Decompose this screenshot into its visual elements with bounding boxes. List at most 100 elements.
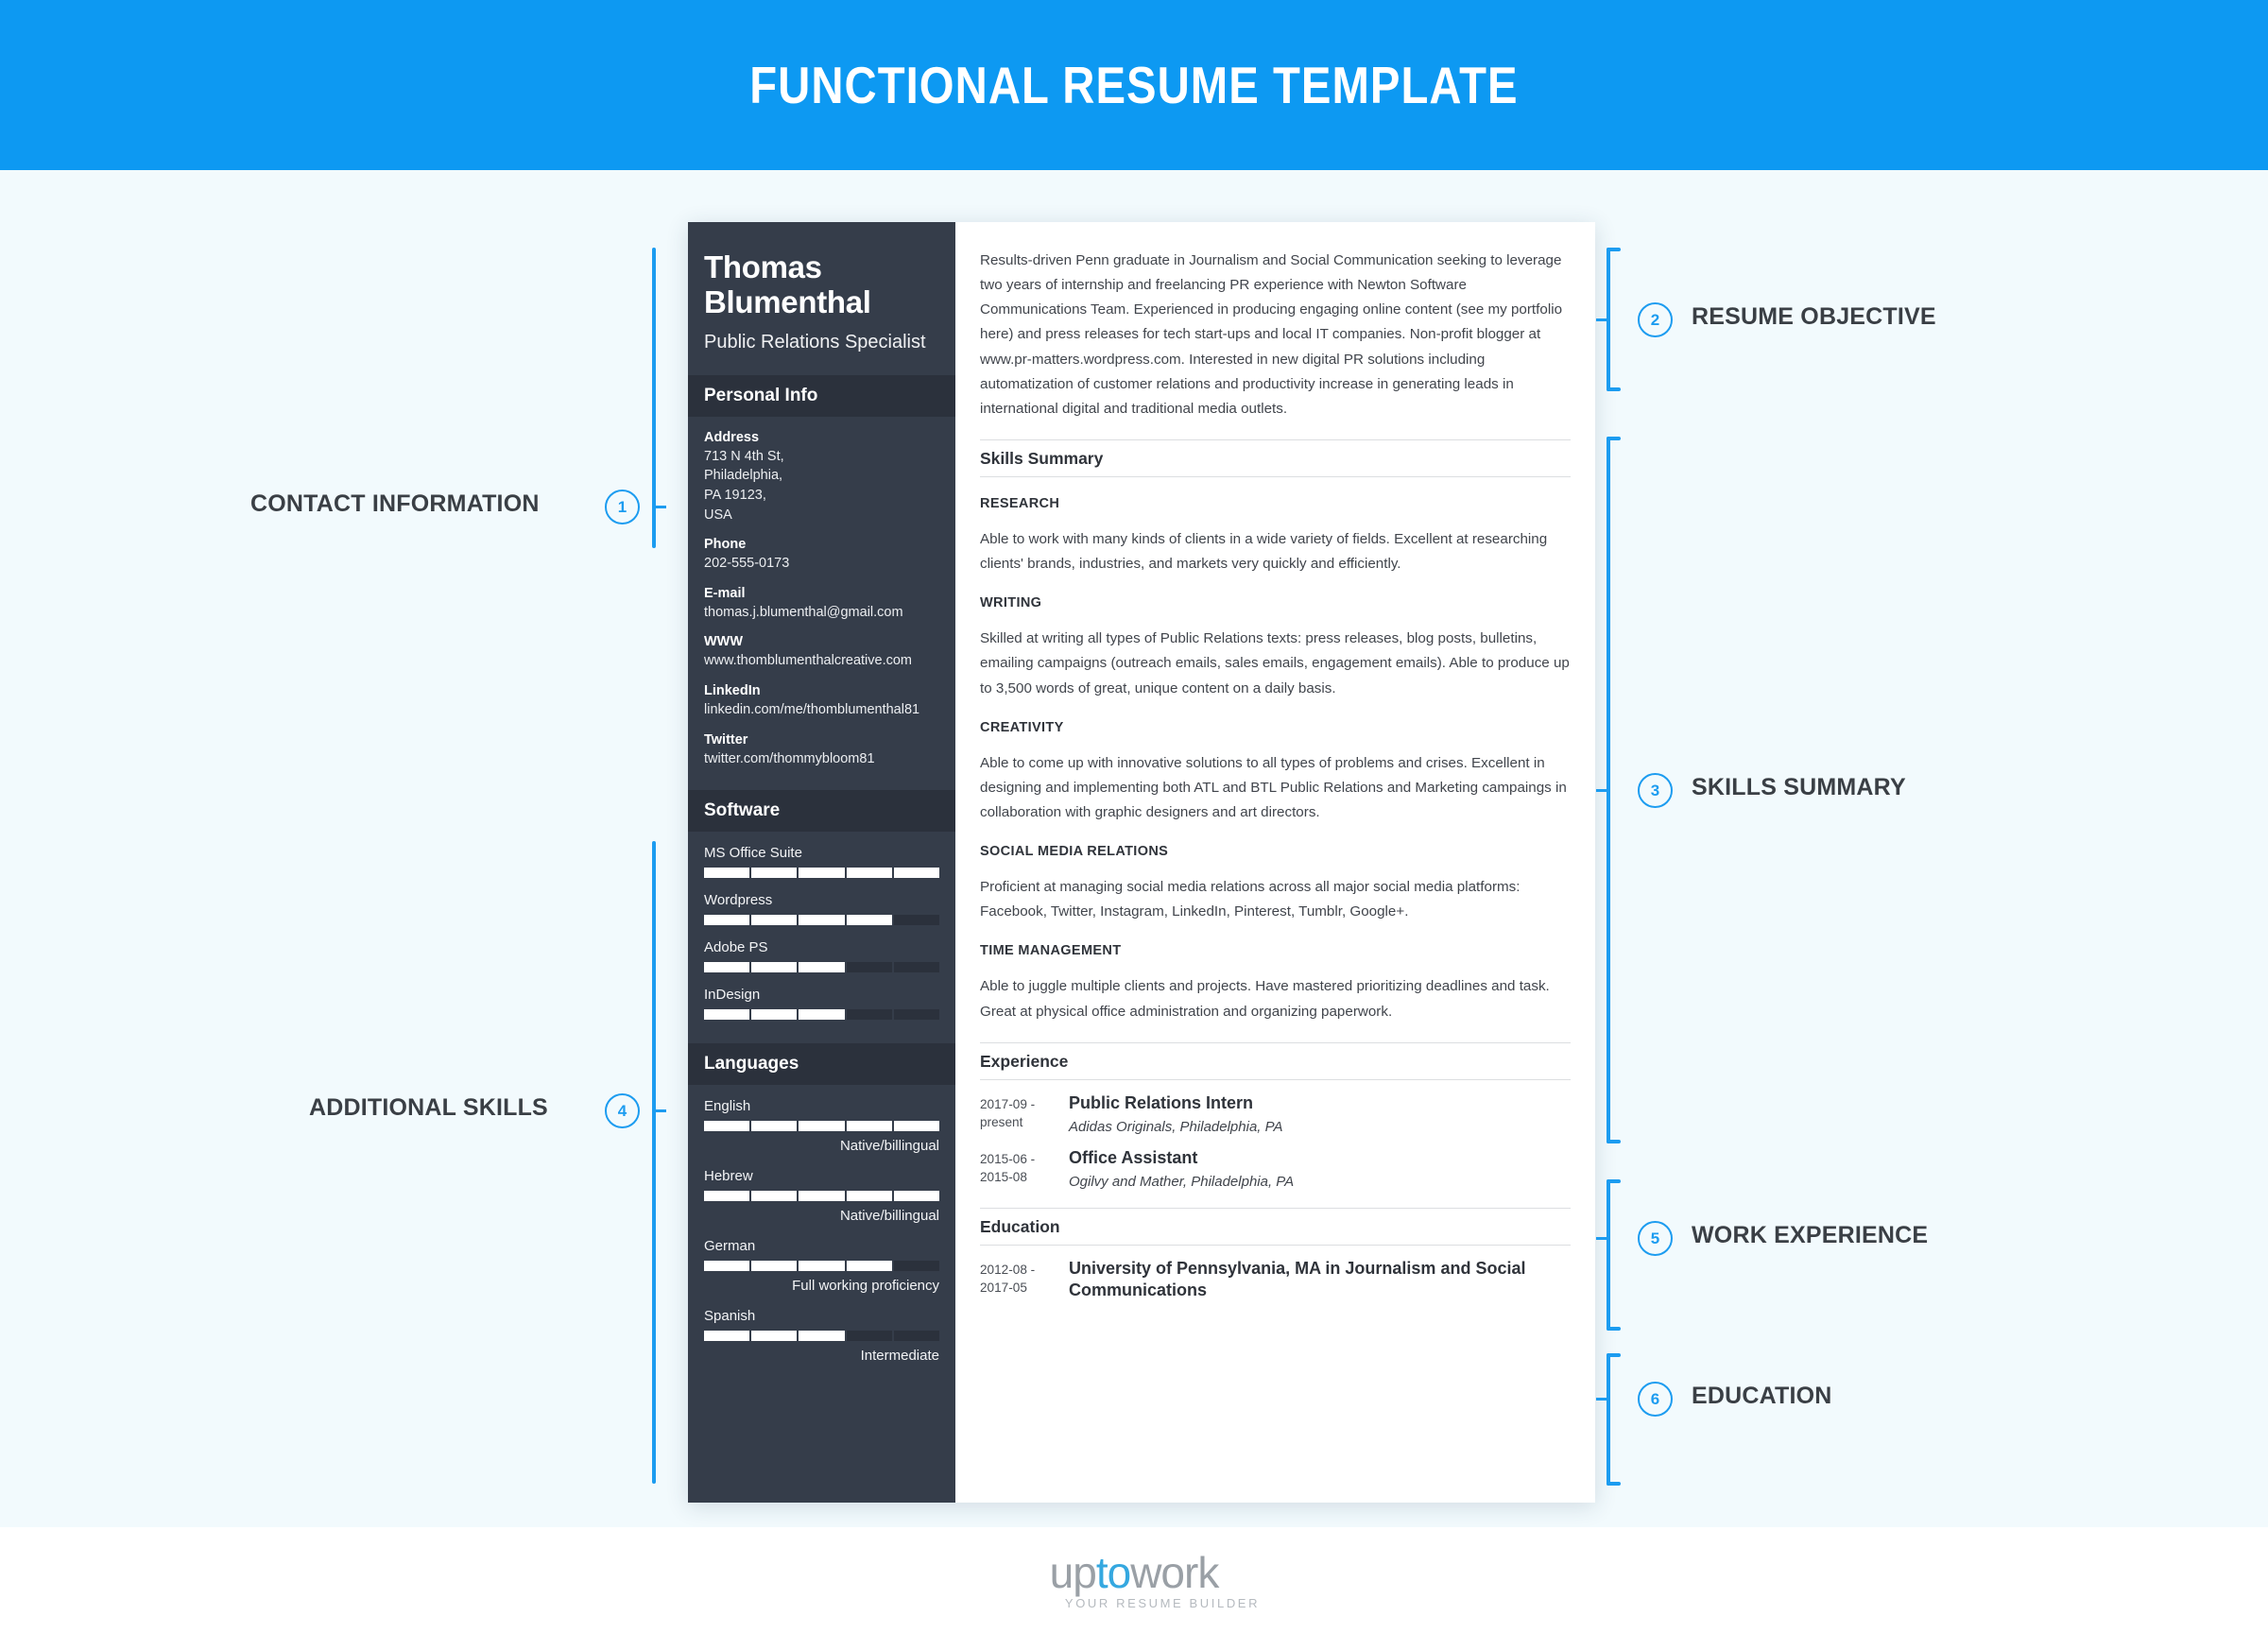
software-skill-name: InDesign <box>704 987 761 1004</box>
skill-meter-segment <box>799 1261 845 1272</box>
contact-field-value: www.thomblumenthalcreative.com <box>704 653 913 669</box>
skill-block-text: Able to juggle multiple clients and proj… <box>980 978 1550 1020</box>
skill-meter-segment <box>799 1121 845 1132</box>
skill-meter <box>704 1191 940 1202</box>
bracket-bar <box>1606 437 1610 1143</box>
experience-heading: Experience <box>980 1041 1571 1080</box>
skill-meter-segment <box>893 1009 940 1021</box>
bracket-cap <box>1606 437 1621 440</box>
skill-block-text: Able to come up with innovative solution… <box>980 754 1567 820</box>
skill-block-heading: SOCIAL MEDIA RELATIONS <box>980 844 1169 860</box>
skill-block-text: Able to work with many kinds of clients … <box>980 530 1548 573</box>
education-heading: Education <box>980 1207 1571 1246</box>
skill-meter-segment <box>846 1009 892 1021</box>
skill-meter-segment <box>704 1261 750 1272</box>
annotation-number-4: 4 <box>605 1093 640 1128</box>
experience-entry-title: Public Relations Intern <box>1069 1092 1254 1112</box>
skill-block-text: Proficient at managing social media rela… <box>980 879 1521 920</box>
bracket-tick <box>1596 1397 1606 1401</box>
annotation-number-2: 2 <box>1638 302 1673 337</box>
skill-meter-segment <box>799 915 845 926</box>
skill-meter-segment <box>846 868 892 879</box>
annotation-bracket <box>652 248 673 548</box>
logo-part-up: up <box>1049 1547 1097 1597</box>
bracket-tick <box>1596 318 1606 321</box>
software-skill-row: InDesign <box>704 987 940 1021</box>
contact-field-label: Phone <box>704 537 747 553</box>
footer: uptowork YOUR RESUME BUILDER <box>0 1527 2268 1633</box>
skill-meter-segment <box>799 962 845 973</box>
skill-meter-segment <box>893 1261 940 1272</box>
language-name: German <box>704 1238 756 1255</box>
skill-meter-segment <box>846 962 892 973</box>
annotation-label-3: SKILLS SUMMARY <box>1692 774 1906 800</box>
header-banner: FUNCTIONAL RESUME TEMPLATE <box>0 0 2268 170</box>
skill-block: RESEARCH Able to work with many kinds of … <box>980 496 1571 576</box>
bracket-tick <box>656 1109 666 1112</box>
skill-meter <box>704 868 940 879</box>
skill-meter-segment <box>751 1261 798 1272</box>
skill-meter-segment <box>704 1331 750 1342</box>
skill-meter-segment <box>799 868 845 879</box>
skill-meter-segment <box>704 962 750 973</box>
skill-meter-segment <box>751 1191 798 1202</box>
bracket-tick <box>1596 788 1606 792</box>
contact-field-label: Twitter <box>704 731 748 748</box>
bracket-bar <box>652 248 656 548</box>
skill-meter-segment <box>799 1331 845 1342</box>
candidate-job-title: Public Relations Specialist <box>704 331 926 352</box>
candidate-name: Thomas Blumenthal <box>704 249 871 319</box>
contact-field-label: E-mail <box>704 585 746 601</box>
language-name: Spanish <box>704 1308 756 1325</box>
skill-meter-segment <box>893 1191 940 1202</box>
skill-meter <box>704 962 940 973</box>
annotation-label-6: EDUCATION <box>1692 1383 1832 1409</box>
contact-field-value: 202-555-0173 <box>704 556 790 572</box>
resume-objective-text: Results-driven Penn graduate in Journali… <box>980 252 1563 417</box>
skill-meter-segment <box>751 1121 798 1132</box>
education-entry-title: University of Pennsylvania, MA in Journa… <box>1069 1258 1526 1299</box>
skill-meter-segment <box>751 1009 798 1021</box>
bracket-cap <box>1606 387 1621 391</box>
software-skill-name: Adobe PS <box>704 939 768 956</box>
skill-meter-segment <box>846 1191 892 1202</box>
annotation-number-6: 6 <box>1638 1382 1673 1417</box>
skill-meter-segment <box>704 1121 750 1132</box>
language-proficiency: Native/billingual <box>839 1208 939 1225</box>
skill-meter-segment <box>799 1191 845 1202</box>
education-entry-body: University of Pennsylvania, MA in Journa… <box>1069 1258 1571 1301</box>
language-name: Hebrew <box>704 1168 753 1185</box>
annotation-bracket <box>1596 1179 1627 1331</box>
logo-tagline: YOUR RESUME BUILDER <box>1064 1595 1261 1610</box>
skill-meter-segment <box>704 1191 750 1202</box>
annotation-label-5: WORK EXPERIENCE <box>1692 1222 1929 1248</box>
software-skill-row: Adobe PS <box>704 939 940 973</box>
bracket-cap <box>1606 1179 1621 1183</box>
experience-entry-date: 2017-09 -present <box>980 1096 1036 1130</box>
skill-block-heading: RESEARCH <box>980 495 1060 511</box>
experience-entry-title: Office Assistant <box>1069 1147 1198 1167</box>
bracket-bar <box>1606 1353 1610 1486</box>
skill-block-heading: TIME MANAGEMENT <box>980 943 1122 959</box>
education-entry-date: 2012-08 -2017-05 <box>980 1262 1036 1296</box>
skill-meter <box>704 1331 940 1342</box>
education-entry: 2012-08 -2017-05 University of Pennsylvan… <box>980 1258 1571 1301</box>
skill-meter-segment <box>846 1331 892 1342</box>
language-proficiency: Native/billingual <box>839 1138 939 1155</box>
skill-meter-segment <box>751 1331 798 1342</box>
skill-meter-segment <box>846 1261 892 1272</box>
annotation-label-1: CONTACT INFORMATION <box>250 490 540 517</box>
software-skill-row: Wordpress <box>704 892 940 926</box>
languages-heading: Languages <box>688 1043 955 1086</box>
skill-meter-segment <box>751 915 798 926</box>
